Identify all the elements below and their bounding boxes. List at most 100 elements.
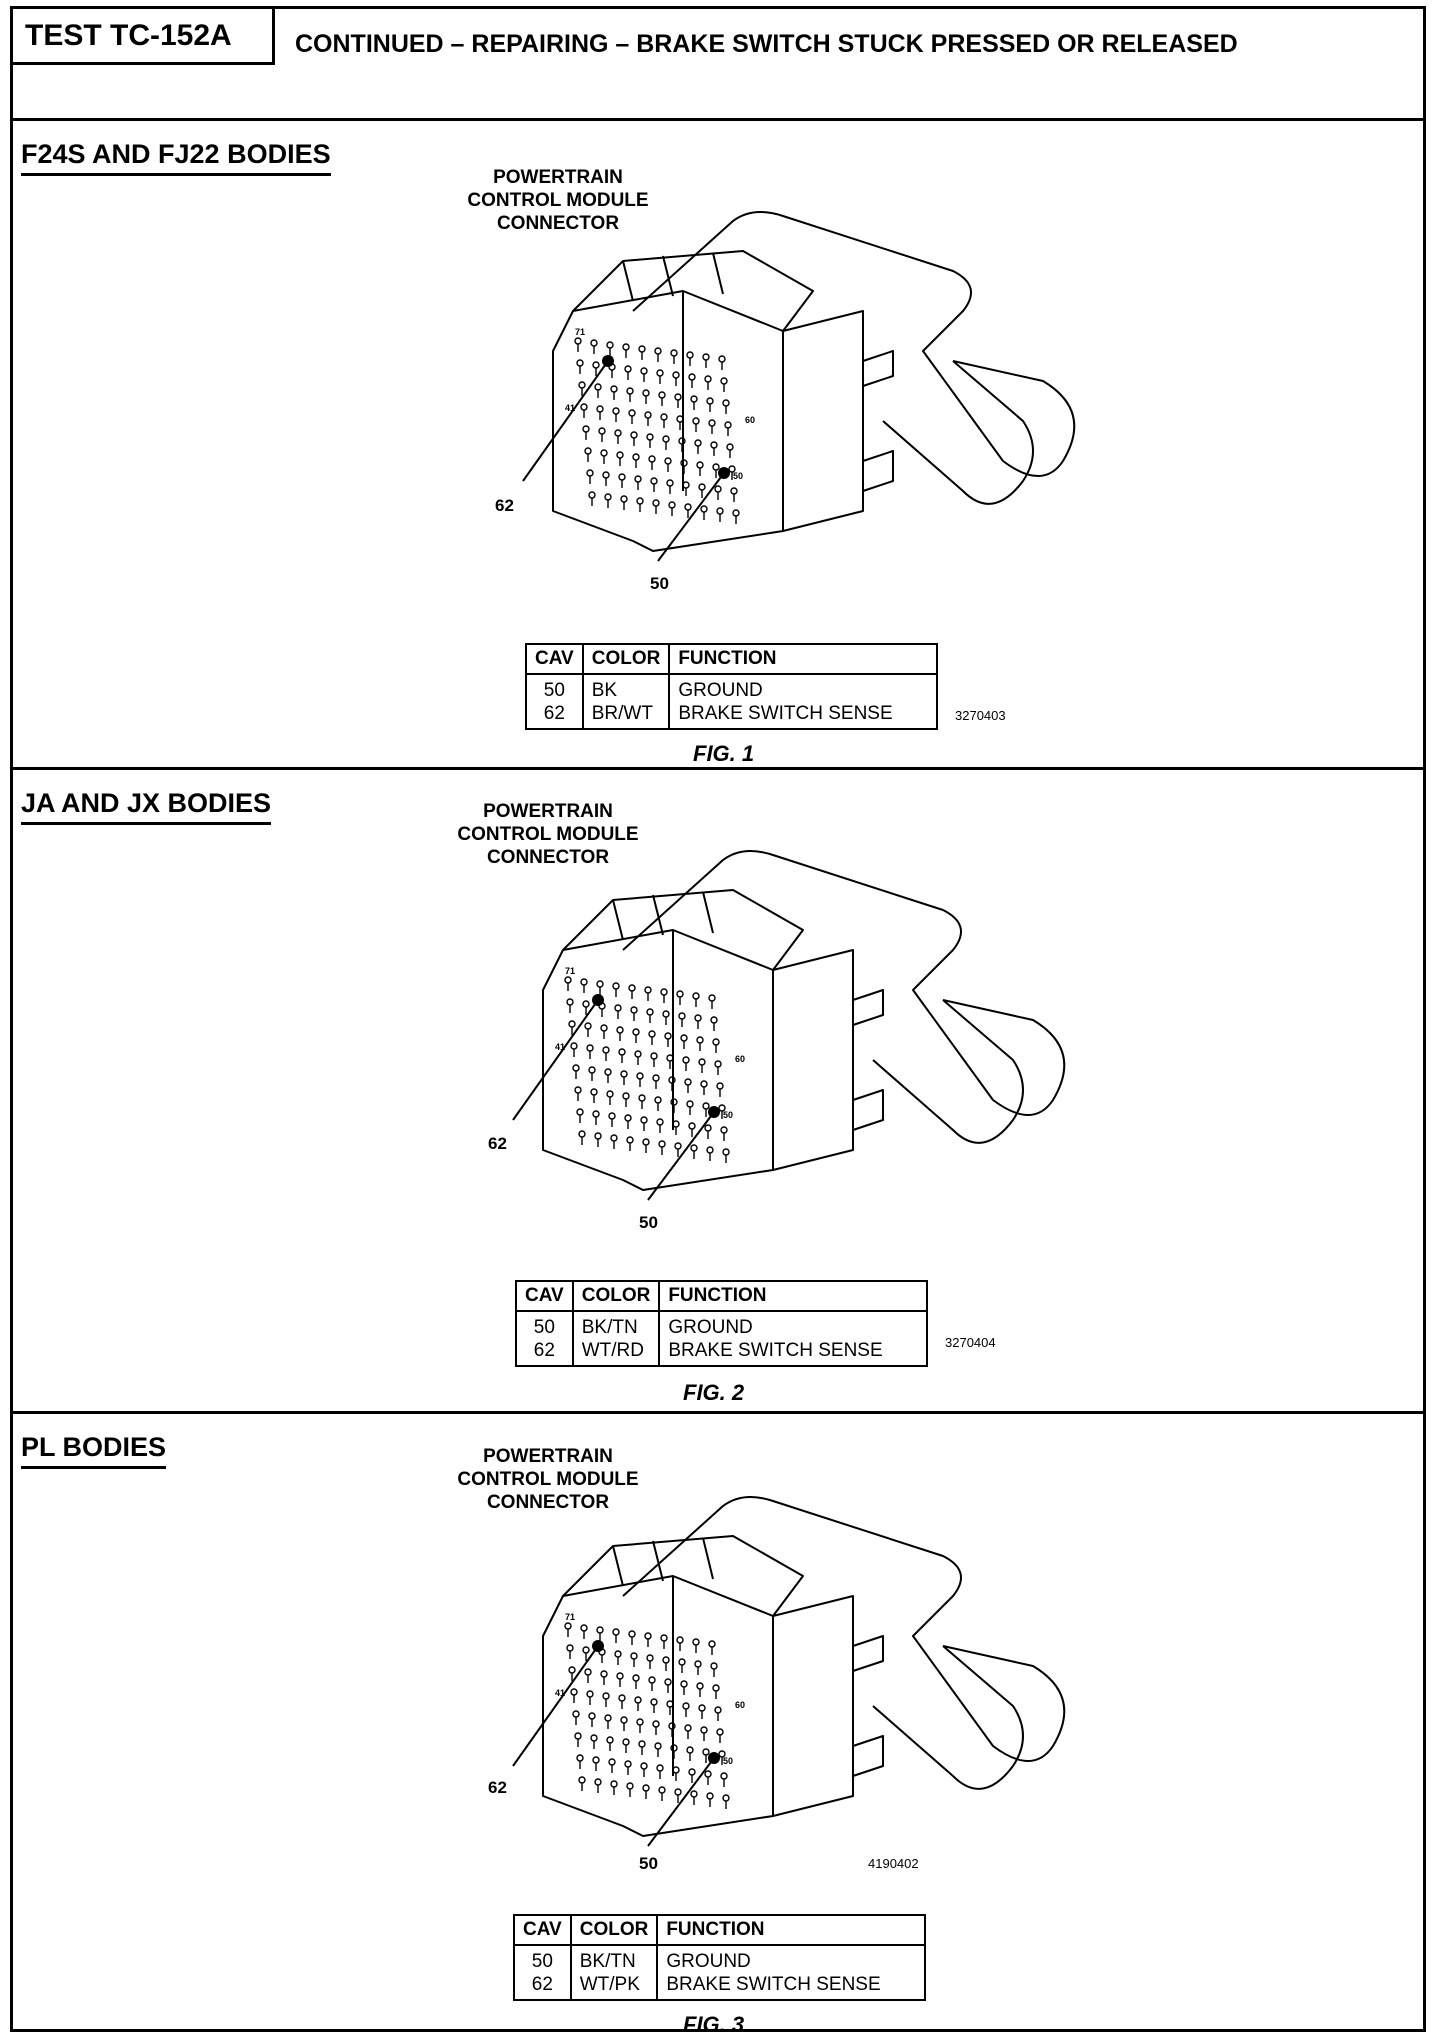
terminal-pin: [582, 1646, 590, 1654]
callout-62: 62: [495, 496, 514, 515]
terminal-pin: [618, 1694, 626, 1702]
page-header: TEST TC-152A CONTINUED – REPAIRING – BRA…: [13, 9, 1423, 121]
terminal-pin: [662, 1010, 670, 1018]
terminal-pin: [716, 1082, 724, 1090]
terminal-pin: [632, 1674, 640, 1682]
latch-clips: [862, 350, 894, 492]
terminal-pin: [588, 1066, 596, 1074]
terminal-pin: [650, 477, 658, 485]
column-header: FUNCTION: [658, 1280, 929, 1312]
terminal-pin: [652, 1720, 660, 1728]
terminal-pin: [588, 491, 596, 499]
terminal-pin: [680, 1034, 688, 1042]
connector-label: POWERTRAIN CONTROL MODULE CONNECTOR: [467, 167, 649, 234]
terminal-pin: [732, 509, 740, 517]
art-code: 4190402: [868, 1856, 919, 1871]
terminal-pin: [622, 1738, 630, 1746]
terminal-pin: [612, 982, 620, 990]
table-row: 50 BK/TN GROUND: [513, 1945, 927, 1973]
terminal-pin: [590, 339, 598, 347]
terminal-pin: [618, 473, 626, 481]
table-row: 50 BK/TN GROUND: [515, 1311, 929, 1339]
callout-50: 50: [650, 574, 669, 593]
art-code: 3270403: [955, 708, 1006, 723]
terminal-pin: [684, 503, 692, 511]
terminal-pin: [664, 457, 672, 465]
terminal-pin: [584, 1668, 592, 1676]
terminal-pin: [682, 1056, 690, 1064]
terminal-pin: [636, 1072, 644, 1080]
terminal-pin: [598, 427, 606, 435]
terminal-pin: [574, 1086, 582, 1094]
section-title: JA AND JX BODIES: [21, 788, 272, 825]
terminal-pin: [646, 433, 654, 441]
terminal-pin: [600, 1024, 608, 1032]
terminal-pin: [654, 1096, 662, 1104]
terminal-pin: [680, 1680, 688, 1688]
terminal-pin: [620, 495, 628, 503]
terminal-pin: [612, 1628, 620, 1636]
terminal-pin: [678, 1012, 686, 1020]
terminal-pin: [694, 1660, 702, 1668]
terminal-pin: [726, 443, 734, 451]
terminal-pin: [674, 1142, 682, 1150]
terminal-pin: [614, 429, 622, 437]
terminal-pin: [692, 1638, 700, 1646]
table-header-row: CAV COLOR FUNCTION: [525, 643, 939, 675]
terminal-pin: [574, 337, 582, 345]
terminal-pin: [620, 1070, 628, 1078]
terminal-pin: [692, 417, 700, 425]
column-header: FUNCTION: [668, 643, 939, 675]
terminal-pin: [624, 1760, 632, 1768]
terminal-pin: [606, 1090, 614, 1098]
terminal-pin: [662, 1656, 670, 1664]
pin-table: CAV COLOR FUNCTION 50 BK/TN GROUND 62 WT…: [515, 1280, 929, 1367]
table-header-row: CAV COLOR FUNCTION: [513, 1914, 927, 1946]
terminal-pin: [642, 389, 650, 397]
terminal-pin: [694, 439, 702, 447]
terminal-pin: [692, 992, 700, 1000]
terminal-pin: [630, 1652, 638, 1660]
column-header: FUNCTION: [656, 1914, 927, 1946]
connector-side: [672, 1576, 854, 1817]
pin-number-label: 60: [745, 415, 755, 425]
column-header: COLOR: [571, 1280, 661, 1312]
manual-page: TEST TC-152A CONTINUED – REPAIRING – BRA…: [10, 6, 1426, 2037]
terminal-pin: [626, 387, 634, 395]
terminal-pin: [602, 1692, 610, 1700]
terminal-pin: [704, 1770, 712, 1778]
terminal-pin: [718, 355, 726, 363]
terminal-pin: [706, 1792, 714, 1800]
terminal-pin: [634, 1696, 642, 1704]
terminal-pin: [690, 395, 698, 403]
leader-line-50: [647, 1111, 715, 1201]
section-title: F24S AND FJ22 BODIES: [21, 139, 331, 176]
terminal-pin: [678, 1658, 686, 1666]
terminal-pin: [688, 373, 696, 381]
terminal-pin: [596, 405, 604, 413]
terminal-pin: [712, 1038, 720, 1046]
terminal-pin: [574, 1732, 582, 1740]
terminal-pin: [652, 1074, 660, 1082]
terminal-pin: [724, 421, 732, 429]
terminal-pin: [670, 349, 678, 357]
terminal-pin: [700, 505, 708, 513]
terminal-pin: [586, 1690, 594, 1698]
terminal-pin: [730, 487, 738, 495]
terminal-pin: [594, 1132, 602, 1140]
terminal-pin: [712, 1684, 720, 1692]
terminal-pin: [650, 1698, 658, 1706]
terminal-pin: [688, 1122, 696, 1130]
harness-cable: [872, 1645, 1024, 1790]
terminal-pin: [644, 1632, 652, 1640]
terminal-pin: [592, 361, 600, 369]
terminal-pin: [606, 341, 614, 349]
terminal-pin: [584, 447, 592, 455]
terminal-pin: [564, 976, 572, 984]
terminal-pin: [722, 1794, 730, 1802]
column-header: COLOR: [569, 1914, 659, 1946]
terminal-pin: [568, 1020, 576, 1028]
terminal-pin: [642, 1138, 650, 1146]
terminal-pin: [702, 1748, 710, 1756]
